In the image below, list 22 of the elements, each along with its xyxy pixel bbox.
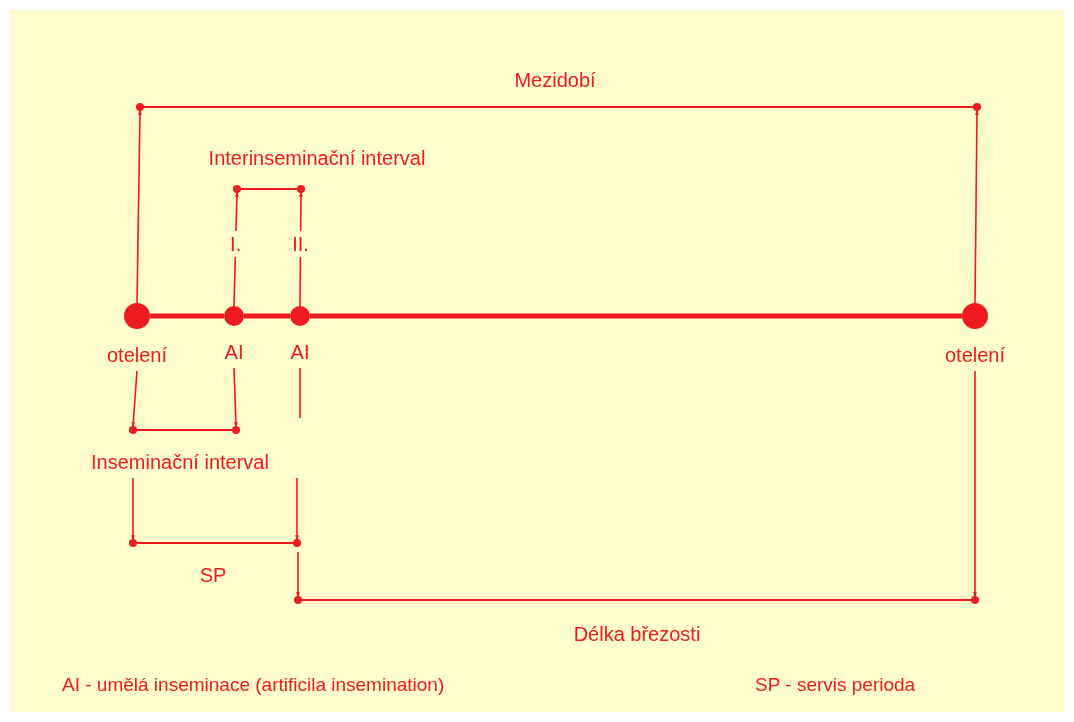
arrow (295, 477, 299, 543)
arrow (973, 370, 977, 600)
legend-note: SP - servis perioda (755, 673, 916, 697)
arrow (233, 367, 238, 430)
event-label: AI (224, 340, 244, 364)
arrow (296, 551, 300, 600)
arrow (131, 477, 135, 543)
interval-label: Mezidobí (514, 68, 596, 92)
arrow (974, 107, 979, 304)
arrow (131, 370, 138, 430)
timeline-line (244, 313, 290, 319)
timeline-line (310, 313, 962, 319)
interval-label: Interinseminační interval (208, 146, 426, 170)
event-label: otelení (106, 343, 168, 367)
event-label: otelení (944, 343, 1006, 367)
timeline-line (150, 313, 224, 319)
arrow (136, 107, 142, 304)
interval-label: Délka březosti (573, 622, 701, 646)
legend-note: AI - umělá inseminace (artificila insemination) (62, 673, 445, 697)
event-label: AI (290, 340, 310, 364)
interval-label: Inseminační interval (91, 450, 269, 474)
interval-label: SP (199, 563, 227, 587)
